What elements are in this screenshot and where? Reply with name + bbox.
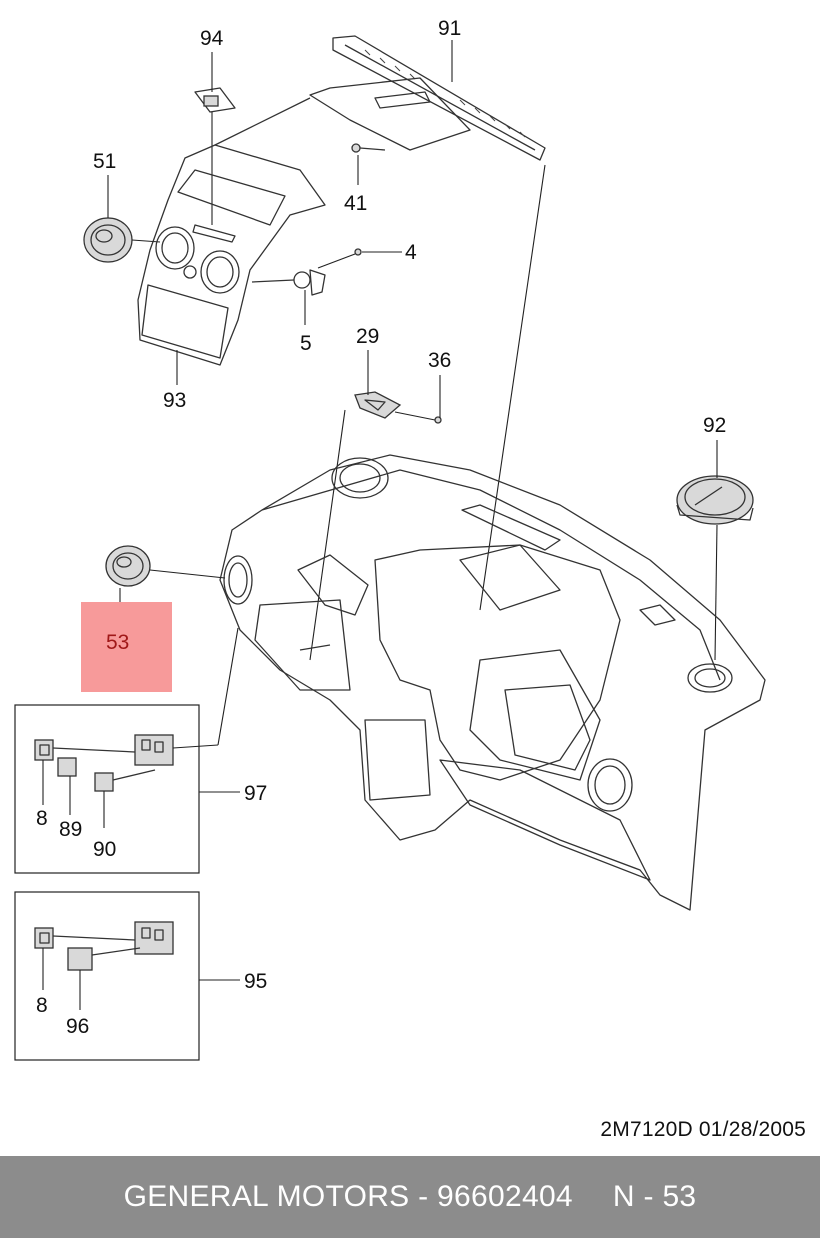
part-4-5-switch bbox=[251, 248, 402, 296]
part-92-speaker-grille bbox=[676, 475, 754, 525]
document-code: 2M7120D 01/28/2005 bbox=[600, 1118, 806, 1141]
highlight-box-53 bbox=[81, 602, 172, 692]
callout-53: 53 bbox=[106, 631, 129, 654]
callout-94: 94 bbox=[200, 27, 224, 50]
callout-96: 96 bbox=[66, 1015, 89, 1038]
callout-89: 89 bbox=[59, 818, 82, 841]
callout-5: 5 bbox=[300, 332, 312, 355]
leader-29b bbox=[309, 409, 346, 661]
parts-diagram: 91 94 51 93 41 bbox=[14, 17, 766, 1061]
kit-97-parts bbox=[34, 734, 174, 792]
callout-90: 90 bbox=[93, 838, 116, 861]
part-93-center-bezel bbox=[137, 97, 326, 366]
footer-bar: GENERAL MOTORS - 96602404 N - 53 bbox=[0, 1156, 820, 1238]
kit-95-parts bbox=[34, 921, 174, 971]
leader-91b bbox=[479, 164, 546, 611]
callout-36: 36 bbox=[428, 349, 451, 372]
part-41-screw bbox=[351, 143, 386, 153]
leader-53 bbox=[149, 569, 226, 579]
callout-95: 95 bbox=[244, 970, 267, 993]
callout-41: 41 bbox=[344, 192, 367, 215]
callout-8a: 8 bbox=[36, 807, 48, 830]
kit-frame-95 bbox=[14, 891, 200, 1061]
callout-29: 29 bbox=[356, 325, 379, 348]
footer-brand: GENERAL MOTORS - 96602404 bbox=[123, 1180, 573, 1213]
part-51-vent bbox=[83, 217, 133, 263]
callout-4: 4 bbox=[405, 241, 417, 264]
callout-92: 92 bbox=[703, 414, 726, 437]
callout-51: 51 bbox=[93, 150, 116, 173]
leader-92b bbox=[714, 524, 718, 661]
part-94-clip bbox=[194, 87, 236, 113]
callout-93: 93 bbox=[163, 389, 186, 412]
part-36-screw bbox=[394, 411, 442, 424]
leader-97 bbox=[172, 744, 219, 749]
leader-97b bbox=[217, 627, 239, 746]
callout-8b: 8 bbox=[36, 994, 48, 1017]
part-29-bracket bbox=[354, 391, 402, 419]
part-91-defroster-grille bbox=[309, 35, 546, 161]
callout-91: 91 bbox=[438, 17, 461, 40]
footer-page: N - 53 bbox=[612, 1180, 697, 1213]
part-instrument-panel bbox=[219, 454, 766, 911]
part-53-vent bbox=[105, 545, 151, 587]
kit-frame-97 bbox=[14, 704, 200, 874]
leader-51b bbox=[131, 239, 161, 243]
callout-97: 97 bbox=[244, 782, 267, 805]
